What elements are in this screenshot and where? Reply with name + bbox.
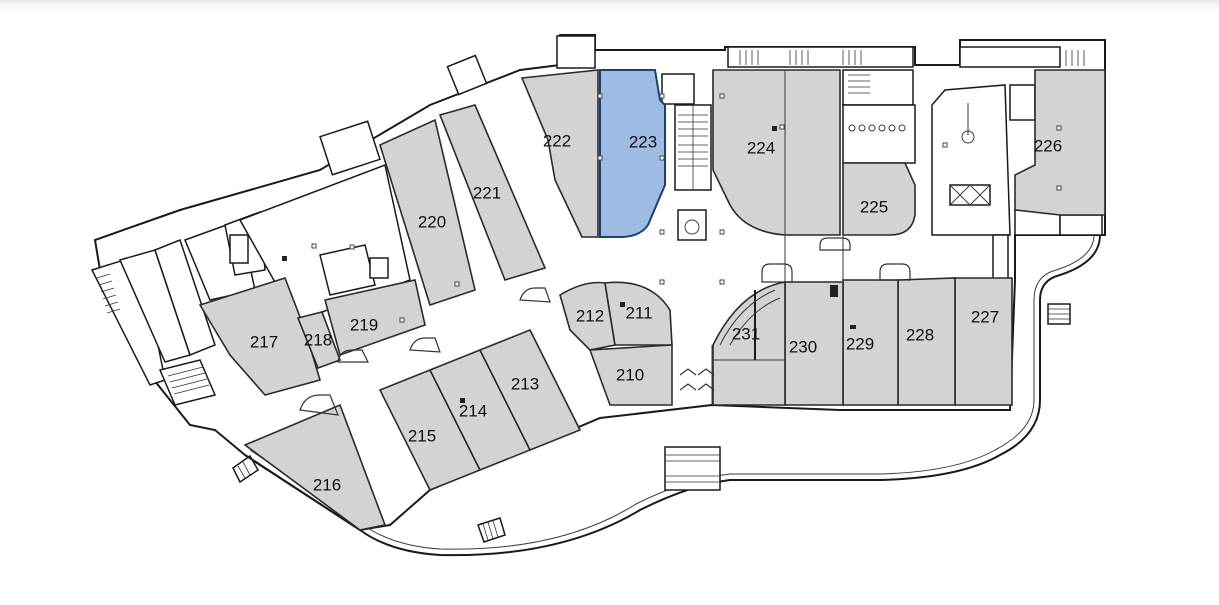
unit-222[interactable] [520, 69, 599, 238]
unit-223[interactable] [599, 69, 666, 238]
unit-219[interactable] [324, 279, 426, 357]
unit-221[interactable] [438, 104, 547, 281]
unit-210[interactable] [588, 344, 673, 406]
unit-218[interactable] [296, 311, 342, 370]
partitions [671, 70, 844, 405]
left-wing-service [90, 120, 411, 406]
restrooms-block [842, 69, 1103, 281]
top-service-strip [446, 35, 1085, 96]
unit-226[interactable] [1014, 69, 1106, 216]
unit-228[interactable] [897, 277, 956, 406]
unit-230[interactable] [784, 281, 844, 406]
unit-211[interactable] [604, 281, 673, 346]
unit-224[interactable] [712, 69, 841, 236]
unit-227[interactable] [954, 277, 1013, 406]
exterior-stairs-bottom [664, 446, 721, 491]
unit-225[interactable] [842, 162, 916, 236]
top-shadow-bar [0, 0, 1219, 11]
unit-213[interactable] [478, 328, 582, 452]
exterior-stairs-left [232, 454, 259, 484]
unit-229[interactable] [842, 279, 899, 406]
terrace-outline [244, 234, 1101, 557]
columns [282, 93, 1062, 403]
escalator-core [661, 73, 712, 241]
store-units [198, 69, 1106, 531]
unit-217[interactable] [198, 277, 322, 396]
unit-212[interactable] [559, 281, 616, 351]
escalator-markers [299, 237, 911, 416]
exterior-stairs-bottom-left [477, 517, 506, 543]
unit-220[interactable] [379, 118, 476, 307]
exterior-stairs-right [1047, 303, 1071, 325]
unit-216[interactable] [243, 403, 387, 531]
